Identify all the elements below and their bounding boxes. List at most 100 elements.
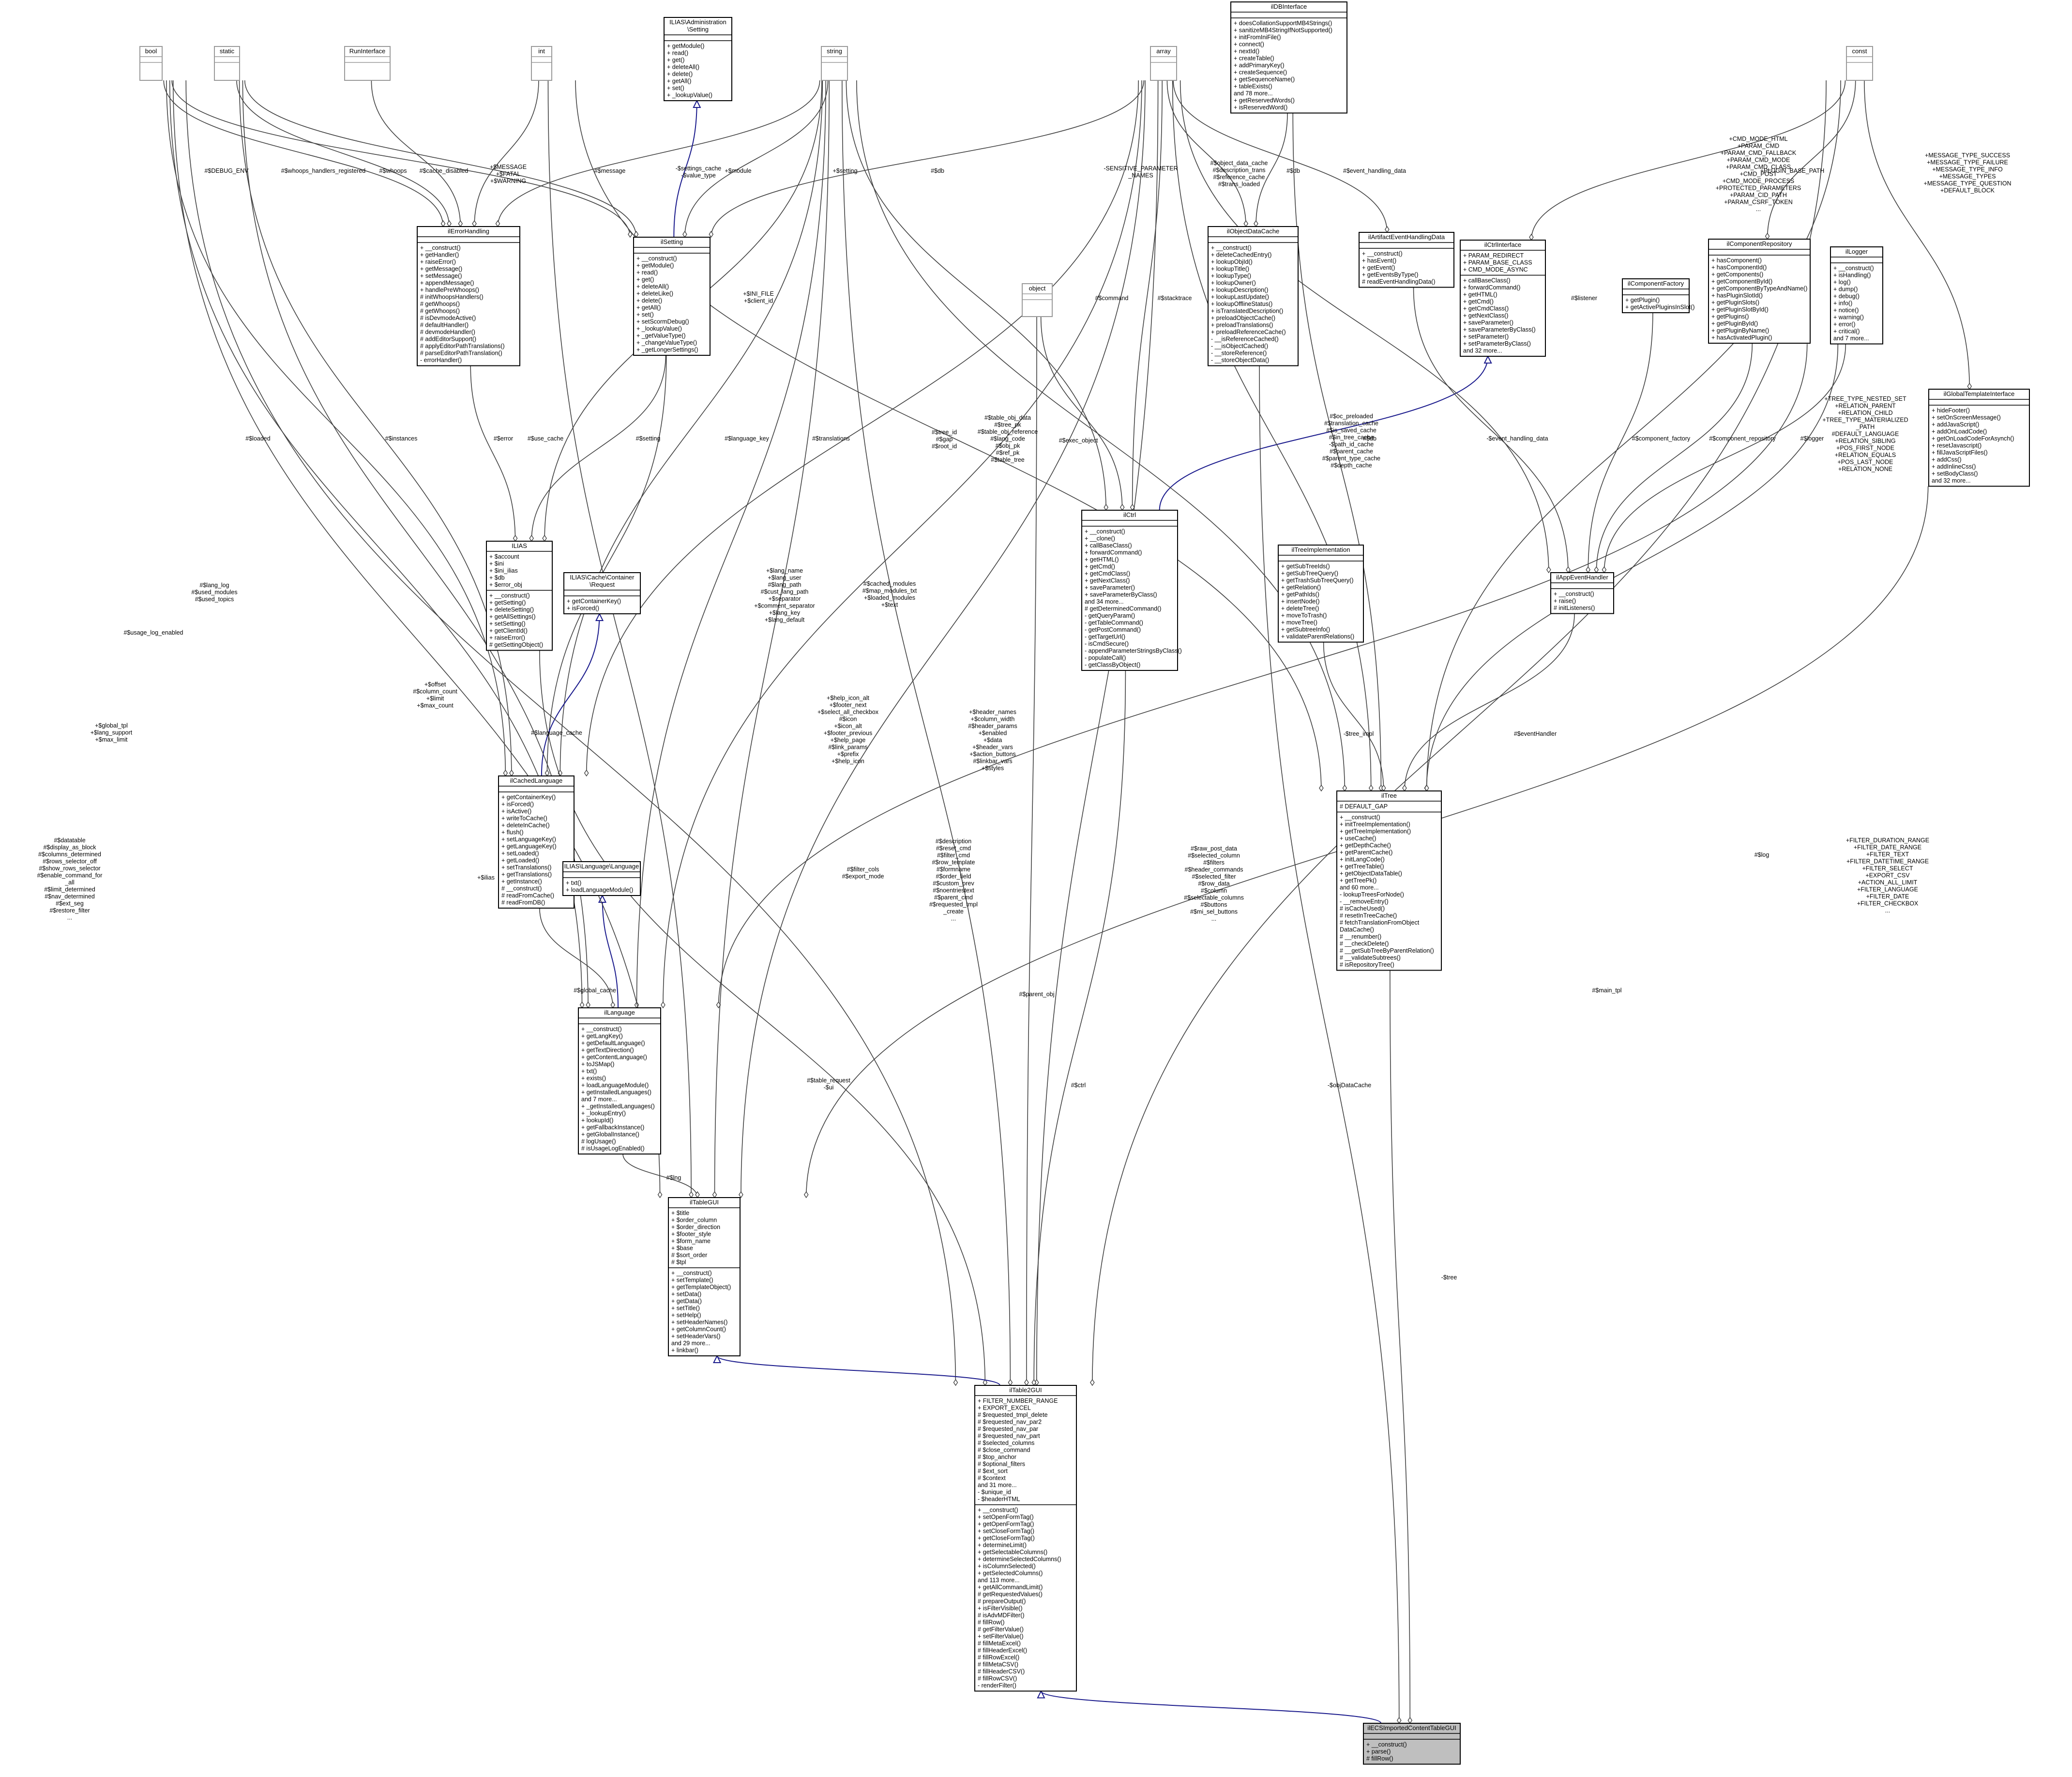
- class-ilsetting[interactable]: ilSetting+ __construct()+ getModule()+ r…: [633, 237, 711, 356]
- class-ilias_admin_setting[interactable]: ILIAS\Administration\Setting+ getModule(…: [664, 17, 732, 101]
- edge-label: #$translations: [812, 435, 850, 442]
- class-method: + getClientId(): [489, 627, 528, 634]
- class-ilerrorhandling[interactable]: ilErrorHandling+ __construct()+ getHandl…: [417, 226, 520, 366]
- class-ilatifacteventhandlingdata[interactable]: ilArtifactEventHandlingData+ __construct…: [1359, 232, 1454, 288]
- class-title: ILIAS: [512, 542, 527, 549]
- edge-label: +$offset#$column_count+$limit+$max_count: [413, 681, 457, 709]
- usage-edge: [1596, 343, 1753, 573]
- class-method: # fillRowCSV(): [978, 1675, 1017, 1682]
- class-string[interactable]: string: [821, 46, 848, 81]
- edge-label-line: #$log: [1754, 851, 1770, 858]
- class-method: + log(): [1833, 279, 1851, 286]
- class-ilctrlinterface[interactable]: ilCtrlInterface+ PARAM_REDIRECT+ PARAM_B…: [1460, 240, 1546, 357]
- edge-label-line: +$INI_FILE: [743, 290, 774, 297]
- class-attribute: + CMD_MODE_ASYNC: [1463, 266, 1528, 273]
- class-ilglobaltemplateinterface[interactable]: ilGlobalTemplateInterface+ hideFooter()+…: [1928, 389, 2030, 487]
- edge-label: #$lang_log#$used_modules#$used_topics: [191, 582, 237, 603]
- class-title: int: [538, 47, 545, 55]
- class-ilctrl[interactable]: ilCtrl+ __construct()+ __clone()+ callBa…: [1081, 510, 1182, 671]
- class-method: + getInstance(): [501, 878, 542, 885]
- edge-label: +$header_names+$column_width#$header_par…: [968, 709, 1017, 772]
- class-method: + getSelectedColumns(): [978, 1570, 1043, 1577]
- class-ilias_lang[interactable]: ILIAS\Language\Language+ txt()+ loadLang…: [562, 861, 641, 896]
- class-ilecsimported[interactable]: ilECSImportedContentTableGUI+ __construc…: [1363, 1723, 1461, 1765]
- class-method: # initWhoopsHandlers(): [420, 294, 484, 301]
- class-method: + resetJavascript(): [1932, 442, 1981, 449]
- class-ilobjectdatacache[interactable]: ilObjectDataCache+ __construct()+ delete…: [1208, 226, 1299, 366]
- class-method: + __construct(): [1211, 244, 1252, 251]
- class-ilias_cache_request[interactable]: ILIAS\Cache\Container\Request+ getContai…: [563, 572, 641, 614]
- edge-label: +$MESSAGE+$FATAL+$WARNING: [490, 164, 527, 184]
- edge-label-line: _NAMES: [1128, 172, 1153, 179]
- class-method: # getRequestedValues(): [978, 1591, 1043, 1598]
- class-object[interactable]: object: [1022, 283, 1053, 317]
- edge-label-line: #$raw_post_data: [1191, 845, 1237, 852]
- class-iltree[interactable]: ilTree# DEFAULT_GAP+ __construct()+ init…: [1336, 790, 1442, 971]
- class-method: + txt(): [581, 1068, 597, 1075]
- class-method: + hasActivatedPlugin(): [1711, 334, 1772, 341]
- class-bool[interactable]: bool: [139, 46, 163, 81]
- class-method: + setLanguageKey(): [501, 836, 556, 843]
- edge-label-line: #$lang_code: [990, 436, 1025, 442]
- class-method: + getPlugins(): [1711, 313, 1749, 320]
- class-method: + addJavaScript(): [1932, 421, 1979, 428]
- class-method: + deleteLike(): [636, 290, 673, 297]
- class-method: + critical(): [1833, 328, 1860, 335]
- class-ilcomponentrepository[interactable]: ilComponentRepository+ hasComponent()+ h…: [1708, 239, 1811, 344]
- edge-label-line: +$module: [725, 167, 751, 174]
- class-array[interactable]: array: [1150, 46, 1177, 81]
- class-method: + setHeaderNames(): [671, 1319, 727, 1326]
- class-title: ilTable2GUI: [1009, 1386, 1042, 1394]
- inheritance-arrowhead: [1037, 1690, 1045, 1699]
- class-method: + __construct(): [1366, 1741, 1407, 1748]
- class-method: + getTreePk(): [1340, 877, 1376, 884]
- class-iltablegui[interactable]: ilTableGUI+ $title+ $order_column+ $orde…: [668, 1197, 741, 1356]
- class-ilias[interactable]: ILIAS+ $account+ $ini+ $ini_ilias+ $db+ …: [486, 541, 553, 651]
- edge-label-line: #$db: [1286, 167, 1300, 174]
- edge-label-line: #$linkbar_vars: [973, 758, 1012, 765]
- composition-diamond: [1529, 233, 1534, 241]
- class-method: + getContainerKey(): [501, 794, 556, 801]
- class-method: + setHelp(): [671, 1312, 701, 1319]
- class-int[interactable]: int: [531, 46, 552, 81]
- class-method: - __isReferenceCached(): [1211, 336, 1279, 343]
- class-method: - __storeObjectData(): [1211, 357, 1269, 364]
- class-ilcomponentfactory[interactable]: ilComponentFactory+ getPlugin()+ getActi…: [1622, 278, 1694, 313]
- class-const[interactable]: const: [1846, 46, 1873, 81]
- class-ilcachedlanguage[interactable]: ilCachedLanguage+ getContainerKey()+ isF…: [498, 775, 575, 909]
- class-method: + addOnLoadCode(): [1932, 428, 1987, 435]
- edge-label: -$objDataCache: [1328, 1082, 1371, 1089]
- class-method: + getTreeTable(): [1340, 863, 1384, 870]
- class-method: + getComponentById(): [1711, 278, 1772, 285]
- edge-label: #$listener: [1571, 295, 1597, 302]
- class-ildbinterface[interactable]: ilDBInterface+ doesCollationSupportMB4St…: [1230, 1, 1347, 114]
- class-method: + forwardCommand(): [1085, 549, 1142, 556]
- class-method: + setHeaderVars(): [671, 1333, 721, 1340]
- composition-diamond: [472, 220, 477, 228]
- class-iltreeimplementation[interactable]: ilTreeImplementation+ getSubTreeIds()+ g…: [1278, 545, 1364, 643]
- class-method: # isRepositoryTree(): [1340, 961, 1394, 968]
- class-runinterface[interactable]: RunInterface: [344, 46, 391, 81]
- class-title: ilSetting: [661, 238, 683, 245]
- edge-label-line: +TREE_TYPE_NESTED_SET: [1824, 395, 1906, 402]
- usage-edge: [1767, 80, 1856, 240]
- class-ilappeventhandler[interactable]: ilAppEventHandler+ __construct()+ raise(…: [1550, 572, 1614, 614]
- class-method: + isForced(): [501, 801, 534, 808]
- edge-label-line: #$column: [1201, 887, 1227, 894]
- edge-label: +$help_icon_alt+$footer_next+$select_all…: [817, 695, 879, 765]
- edge-label-line: #$instances: [385, 435, 418, 442]
- usage-edge: [470, 365, 516, 542]
- class-illanguage[interactable]: ilLanguage+ __construct()+ getLangKey()+…: [578, 1007, 661, 1154]
- edge-label-line: +PARAM_CSRF_TOKEN: [1724, 199, 1793, 206]
- class-static[interactable]: static: [214, 46, 240, 81]
- usage-edge: [546, 355, 667, 776]
- class-title: ilTreeImplementation: [1292, 546, 1350, 553]
- edge-label-line: #$ctrl: [1071, 1082, 1086, 1089]
- class-iltable2gui[interactable]: ilTable2GUI+ FILTER_NUMBER_RANGE+ EXPORT…: [974, 1385, 1077, 1692]
- usage-edge: [547, 80, 692, 1198]
- edge-label-line: #$message: [594, 167, 626, 174]
- edge-label-line: #$cust_lang_path: [761, 589, 809, 595]
- class-illogger[interactable]: ilLogger+ __construct()+ isHandling()+ l…: [1830, 246, 1883, 345]
- composition-diamond: [695, 1191, 700, 1199]
